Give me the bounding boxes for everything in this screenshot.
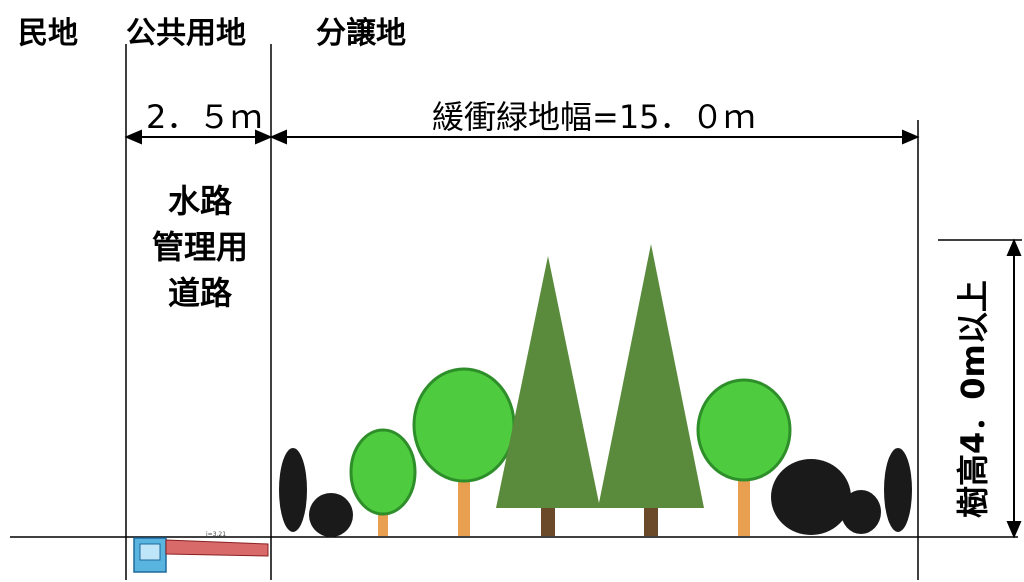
shrub-right-round: [841, 490, 881, 534]
shrub-right-large: [771, 459, 851, 535]
deciduous-tree-3: [696, 378, 792, 536]
shrub-left-round: [309, 493, 353, 537]
pipe-tag: i=3.21: [206, 531, 226, 538]
road-name-label: 水路 管理用 道路: [151, 182, 248, 312]
shrub-right-tall: [884, 448, 912, 532]
tree-height-label: 樹高4．0m以上: [954, 280, 992, 518]
deciduous-tree-1: [349, 428, 417, 536]
road-width-label: 2．５ｍ: [146, 98, 263, 136]
deciduous-tree-2: [412, 367, 516, 536]
pipe-icon: [165, 539, 269, 557]
public-land-label: 公共用地: [126, 16, 246, 51]
shrub-left-tall: [279, 448, 307, 532]
conifer-tree-2: [598, 244, 704, 536]
tree-height-dimension: [938, 238, 1022, 539]
water-channel-icon: [133, 537, 167, 573]
road-width-dimension: [124, 129, 273, 145]
conifer-tree-1: [496, 256, 600, 536]
subdivision-land-label: 分譲地: [316, 16, 406, 51]
private-land-label: 民地: [18, 16, 78, 51]
buffer-width-dimension: [269, 129, 920, 145]
buffer-width-label: 緩衝緑地幅=15．０ｍ: [432, 98, 756, 136]
